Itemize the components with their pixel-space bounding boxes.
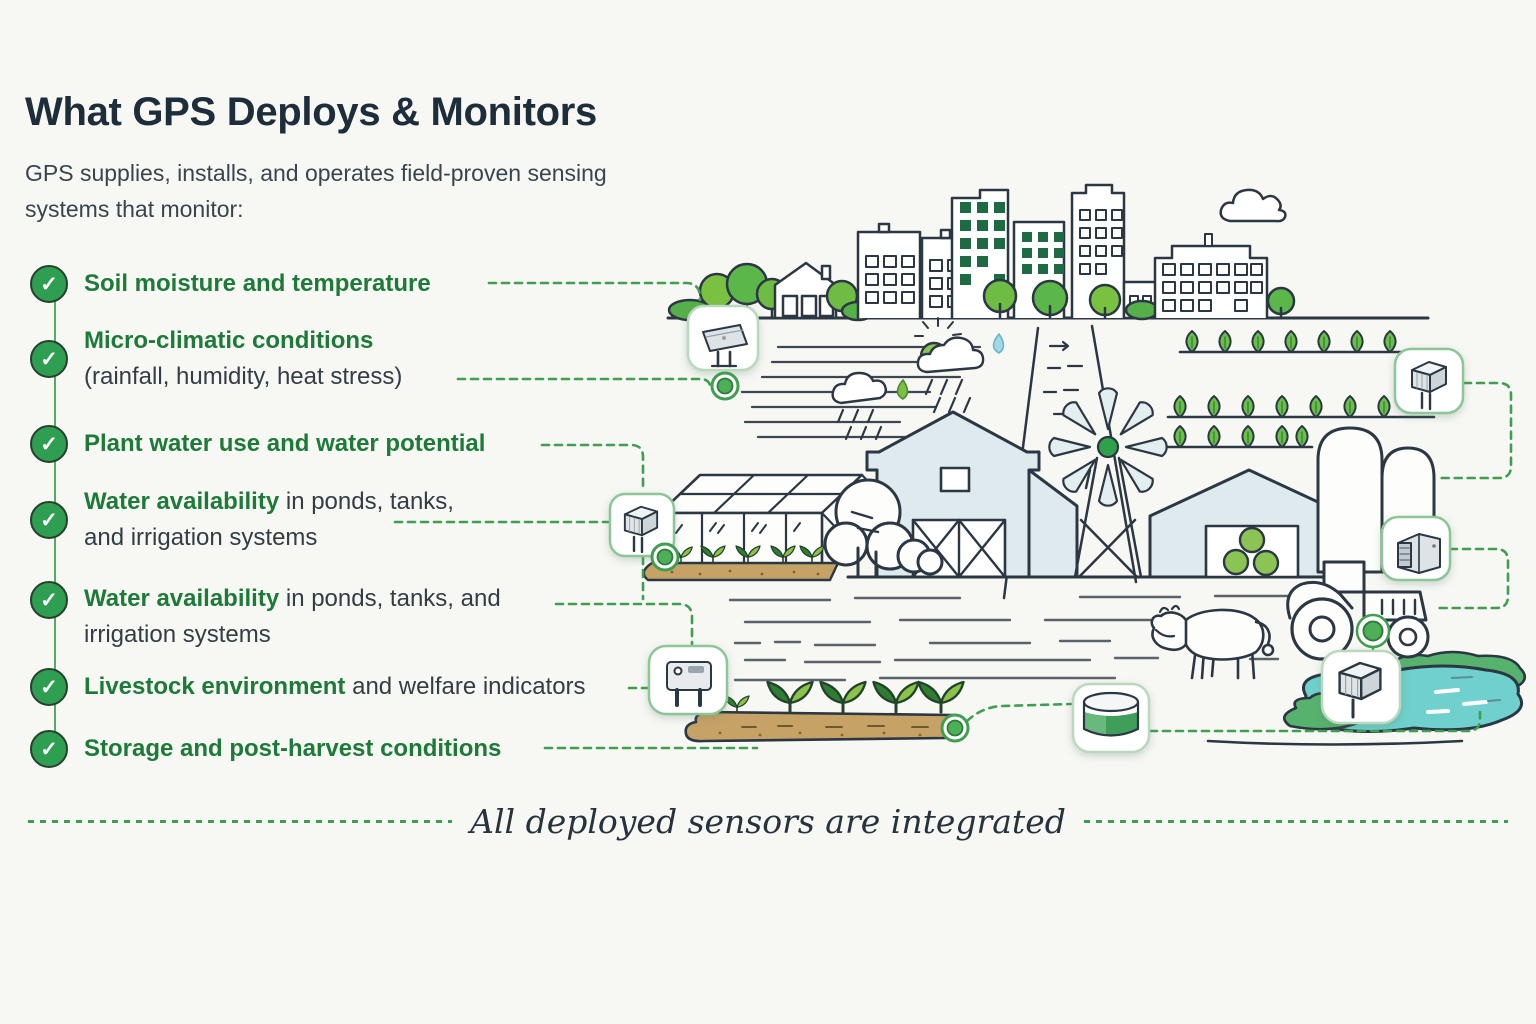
item-text: and irrigation systems — [84, 524, 318, 551]
cloud-icon — [831, 371, 888, 405]
greenhouse-soil-sensor-card — [608, 492, 676, 558]
soil-sensor-icon — [623, 505, 659, 554]
item-text: in ponds, tanks, and — [279, 585, 501, 612]
item-text-emphasis: Water availability — [84, 488, 280, 515]
item-text: (rainfall, humidity, heat stress) — [84, 363, 403, 390]
check-icon: ✓ — [30, 340, 68, 378]
pond-sensor-card — [1320, 649, 1402, 725]
checklist-item-text: Water availability in ponds, tanks, and i… — [84, 581, 501, 653]
check-icon: ✓ — [30, 425, 68, 463]
item-text: in ponds, tanks, — [279, 488, 454, 515]
sensor-nodes — [650, 371, 1391, 743]
item-text-emphasis: Livestock environment — [84, 673, 346, 700]
item-text-emphasis: Micro-climatic conditions — [84, 327, 374, 354]
checklist-item-text: Water availability in ponds, tanks, and i… — [84, 484, 454, 556]
city-skyline — [666, 183, 1430, 322]
pond-probe-icon — [1338, 661, 1382, 719]
check-icon: ✓ — [30, 501, 68, 539]
livestock-monitor-icon — [666, 661, 712, 707]
caption-dash-right — [1083, 820, 1509, 823]
check-icon: ✓ — [30, 265, 68, 303]
checklist-item: ✓ Storage and post-harvest conditions — [30, 730, 501, 768]
checklist-item-text: Storage and post-harvest conditions — [84, 731, 501, 767]
checklist-item-text: Plant water use and water potential — [84, 426, 485, 462]
checklist-item: ✓ Water availability in ponds, tanks, and … — [30, 484, 454, 556]
item-text: irrigation systems — [84, 621, 271, 648]
item-text-emphasis: Soil moisture and temperature — [84, 270, 431, 297]
checklist-item: ✓ Soil moisture and temperature — [30, 265, 431, 303]
weather-station-sensor-card — [686, 304, 760, 372]
checklist-item: ✓ Livestock environment and welfare indic… — [30, 668, 586, 706]
field-dashes — [728, 594, 1302, 682]
item-text-emphasis: Plant water use and water potential — [84, 430, 486, 457]
checklist-item: ✓ Plant water use and water potential — [30, 425, 485, 463]
water-tank-sensor-card — [1071, 682, 1151, 754]
storage-unit-sensor-card — [1380, 515, 1452, 582]
rain-cloud-icon — [916, 336, 985, 374]
checklist-item-text: Livestock environment and welfare indica… — [84, 669, 586, 705]
check-icon: ✓ — [30, 581, 68, 619]
dashed-connectors — [393, 281, 1513, 750]
page-title: What GPS Deploys & Monitors — [25, 90, 597, 134]
page-subtitle: GPS supplies, installs, and operates fie… — [25, 155, 607, 227]
caption-dash-left — [28, 820, 453, 823]
checklist-item: ✓ Water availability in ponds, tanks, and… — [30, 581, 501, 653]
cloud-icon — [1219, 188, 1287, 223]
weather-station-icon — [702, 324, 748, 368]
checklist-item-text: Micro-climatic conditions (rainfall, humi… — [84, 323, 402, 395]
storage-barn — [1148, 468, 1350, 579]
raindrop-icon — [896, 379, 909, 400]
item-text: and welfare indicators — [345, 673, 586, 700]
soil-sensor-icon — [1411, 361, 1447, 411]
water-tank-icon — [1082, 691, 1140, 737]
storage-monitor-icon — [1397, 533, 1441, 574]
weather-group — [831, 317, 1005, 441]
livestock-sensor-card — [647, 644, 729, 716]
crop-row-sensor-card — [1393, 347, 1465, 415]
sun-icon — [914, 317, 962, 337]
tractor — [1286, 560, 1430, 661]
item-text-emphasis: Water availability — [84, 585, 280, 612]
tree — [823, 478, 944, 579]
page-subtitle-line2: systems that monitor: — [25, 196, 244, 222]
item-text-emphasis: Storage and post-harvest conditions — [84, 735, 502, 762]
integration-caption: All deployed sensors are integrated — [470, 802, 1066, 841]
check-icon: ✓ — [30, 730, 68, 768]
raindrop-icon — [992, 333, 1005, 354]
windmill — [1048, 387, 1168, 579]
check-icon: ✓ — [30, 668, 68, 706]
checklist-item: ✓ Micro-climatic conditions (rainfall, hum… — [30, 323, 402, 395]
integration-caption-row: All deployed sensors are integrated — [0, 802, 1536, 841]
crop-rows — [1166, 329, 1436, 449]
page-subtitle-line1: GPS supplies, installs, and operates fie… — [25, 160, 607, 186]
checklist-item-text: Soil moisture and temperature — [84, 266, 431, 302]
cow — [1150, 604, 1275, 680]
sensor-node-dot — [1355, 613, 1391, 649]
